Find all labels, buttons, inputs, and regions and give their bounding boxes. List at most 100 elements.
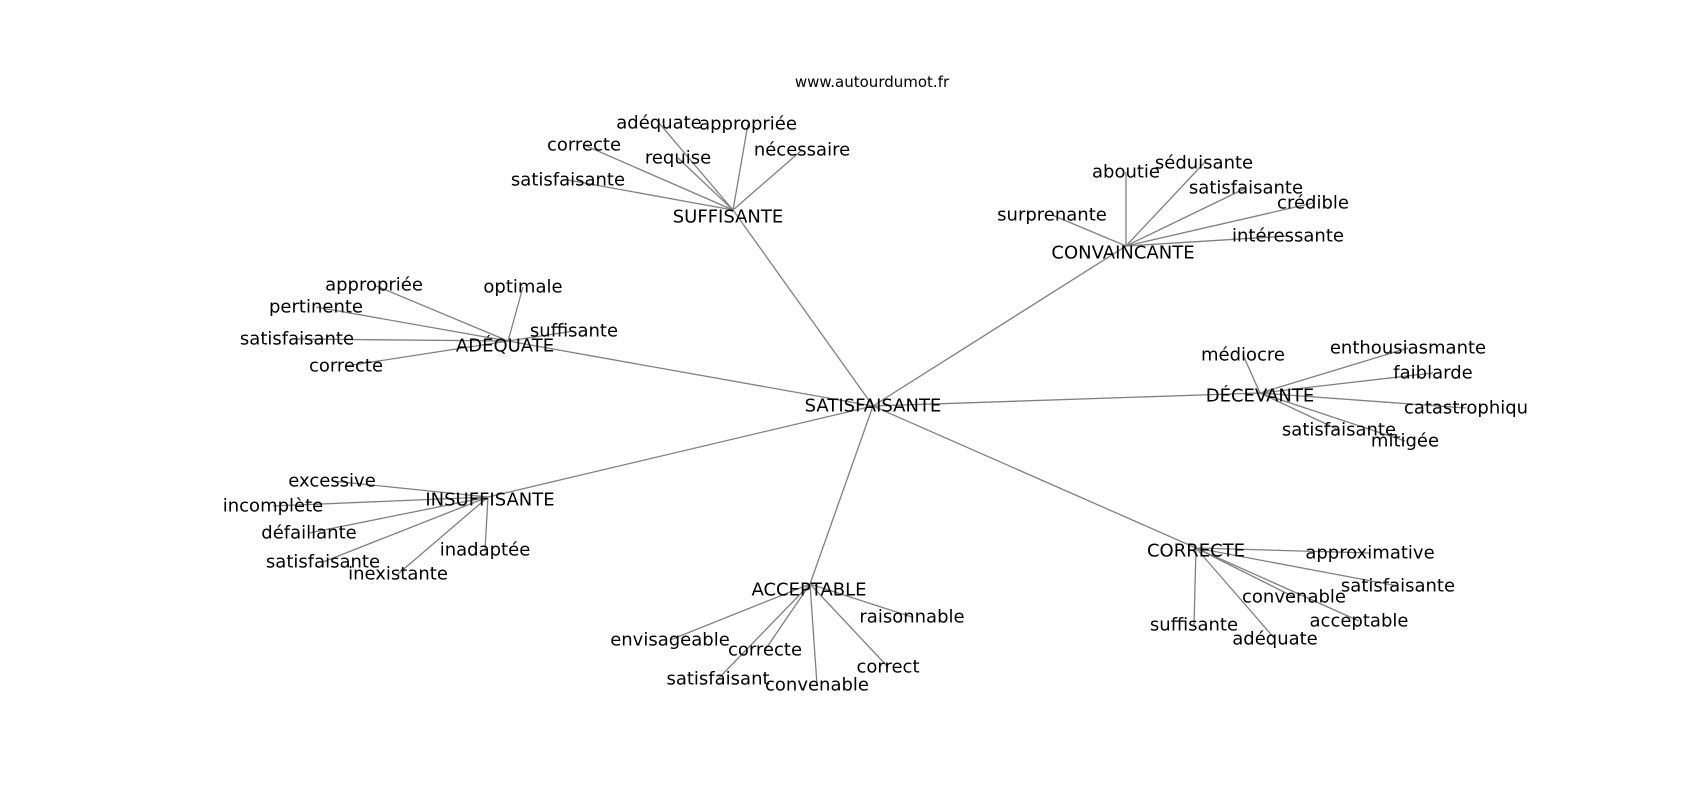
edge-hub-to-leaf	[1195, 547, 1295, 598]
edge-hub-to-leaf	[322, 496, 489, 563]
leaf-node-label: requise	[645, 148, 711, 169]
edge-hub-to-leaf	[507, 286, 524, 342]
source-watermark: www.autourdumot.fr	[795, 73, 950, 91]
leaf-node-label: envisageable	[610, 630, 730, 651]
edge-hub-to-leaf	[717, 583, 811, 680]
leaf-node-label: inexistante	[348, 564, 448, 585]
leaf-node-label: pertinente	[269, 297, 363, 318]
graph-edges	[272, 122, 1467, 686]
edge-center-to-hub	[487, 405, 874, 498]
edge-hub-to-leaf	[1125, 187, 1247, 247]
leaf-node-label: adéquate	[616, 113, 702, 134]
edge-hub-to-leaf	[296, 338, 509, 342]
edge-hub-to-leaf	[677, 157, 734, 211]
edge-hub-to-leaf	[1259, 392, 1340, 431]
leaf-node-label: satisfaisante	[266, 552, 380, 573]
edge-hub-to-leaf	[1195, 547, 1276, 640]
leaf-node-label: satisfaisante	[511, 170, 625, 191]
edge-hub-to-leaf	[1195, 547, 1360, 622]
edge-hub-to-leaf	[1051, 214, 1127, 247]
edge-hub-to-leaf	[1242, 354, 1261, 394]
edge-hub-to-leaf	[809, 583, 913, 618]
leaf-node-label: correcte	[728, 640, 802, 661]
edge-hub-to-leaf	[669, 583, 811, 641]
edge-hub-to-leaf	[331, 480, 489, 498]
edge-hub-to-leaf	[1259, 392, 1467, 409]
edge-center-to-hub	[809, 405, 874, 585]
leaf-node-label: correct	[856, 657, 919, 678]
hub-node-label: ADÉQUATE	[456, 335, 554, 357]
leaf-node-label: nécessaire	[754, 140, 850, 161]
edge-hub-to-leaf	[308, 496, 489, 534]
graph-labels: SUFFISANTEadéquateappropriéecorrecterequ…	[223, 113, 1528, 696]
edge-hub-to-leaf	[583, 144, 734, 211]
edge-hub-to-leaf	[1125, 162, 1205, 247]
leaf-node-label: satisfaisante	[240, 329, 354, 350]
leaf-node-label: catastrophiqu	[1404, 398, 1528, 419]
edge-hub-to-leaf	[1125, 235, 1289, 247]
leaf-node-label: excessive	[288, 471, 376, 492]
edge-hub-to-leaf	[1259, 347, 1409, 394]
edge-hub-to-leaf	[732, 149, 803, 211]
edge-hub-to-leaf	[315, 306, 509, 342]
hub-node-label: SUFFISANTE	[673, 207, 784, 228]
hub-node-label: CORRECTE	[1147, 541, 1245, 562]
leaf-node-label: acceptable	[1310, 611, 1409, 632]
edge-hub-to-leaf	[272, 496, 489, 507]
leaf-node-label: crédible	[1277, 193, 1349, 214]
leaf-node-label: aboutie	[1092, 162, 1160, 183]
edge-hub-to-leaf	[732, 123, 749, 211]
hub-node-label: ACCEPTABLE	[751, 580, 866, 601]
leaf-node-label: satisfaisante	[1282, 420, 1396, 441]
edge-hub-to-leaf	[345, 340, 509, 367]
hub-node-label: DÉCEVANTE	[1206, 385, 1314, 407]
leaf-node-label: satisfaisant	[666, 669, 769, 690]
edge-hub-to-leaf	[1195, 547, 1371, 554]
edge-hub-to-leaf	[1193, 547, 1197, 626]
edge-hub-to-leaf	[1259, 372, 1434, 394]
leaf-node-label: médiocre	[1201, 345, 1285, 366]
leaf-node-label: raisonnable	[859, 607, 964, 628]
leaf-node-label: adéquate	[1232, 629, 1318, 650]
edge-center-to-hub	[872, 405, 1197, 549]
leaf-node-label: correcte	[309, 356, 383, 377]
leaf-node-label: mitigée	[1371, 431, 1439, 452]
leaf-node-label: surprenante	[997, 205, 1107, 226]
edge-hub-to-leaf	[764, 583, 811, 651]
edge-center-to-hub	[507, 340, 874, 407]
leaf-node-label: défaillante	[261, 523, 356, 544]
edge-hub-to-leaf	[658, 122, 734, 211]
leaf-node-label: convenable	[765, 675, 869, 696]
leaf-node-label: séduisante	[1155, 153, 1253, 174]
hub-node-label: CONVAINCANTE	[1051, 243, 1194, 264]
edge-hub-to-leaf	[1195, 547, 1399, 587]
edge-hub-to-leaf	[507, 330, 575, 342]
leaf-node-label: appropriée	[699, 114, 797, 135]
edge-hub-to-leaf	[1125, 202, 1314, 247]
edge-center-to-hub	[872, 245, 1127, 407]
leaf-node-label: convenable	[1242, 587, 1346, 608]
leaf-node-label: satisfaisante	[1341, 576, 1455, 597]
hub-node-label: INSUFFISANTE	[425, 490, 554, 511]
leaf-node-label: optimale	[483, 277, 562, 298]
leaf-node-label: inadaptée	[440, 540, 531, 561]
center-node-label: SATISFAISANTE	[805, 396, 942, 417]
leaf-node-label: incomplète	[223, 496, 324, 517]
edge-hub-to-leaf	[809, 583, 818, 686]
leaf-node-label: correcte	[547, 135, 621, 156]
leaf-node-label: intéressante	[1232, 226, 1344, 247]
edge-hub-to-leaf	[484, 496, 489, 551]
edge-hub-to-leaf	[809, 583, 889, 668]
edge-hub-to-leaf	[397, 496, 489, 575]
edge-hub-to-leaf	[1259, 392, 1406, 442]
edge-hub-to-leaf	[373, 284, 509, 342]
leaf-node-label: approximative	[1305, 543, 1434, 564]
leaf-node-label: faiblarde	[1393, 363, 1472, 384]
edge-hub-to-leaf	[567, 179, 734, 211]
edge-center-to-hub	[872, 392, 1261, 407]
leaf-node-label: suffisante	[530, 321, 618, 342]
leaf-node-label: enthousiasmante	[1330, 338, 1486, 359]
leaf-node-label: appropriée	[325, 275, 423, 296]
edge-center-to-hub	[732, 209, 874, 407]
